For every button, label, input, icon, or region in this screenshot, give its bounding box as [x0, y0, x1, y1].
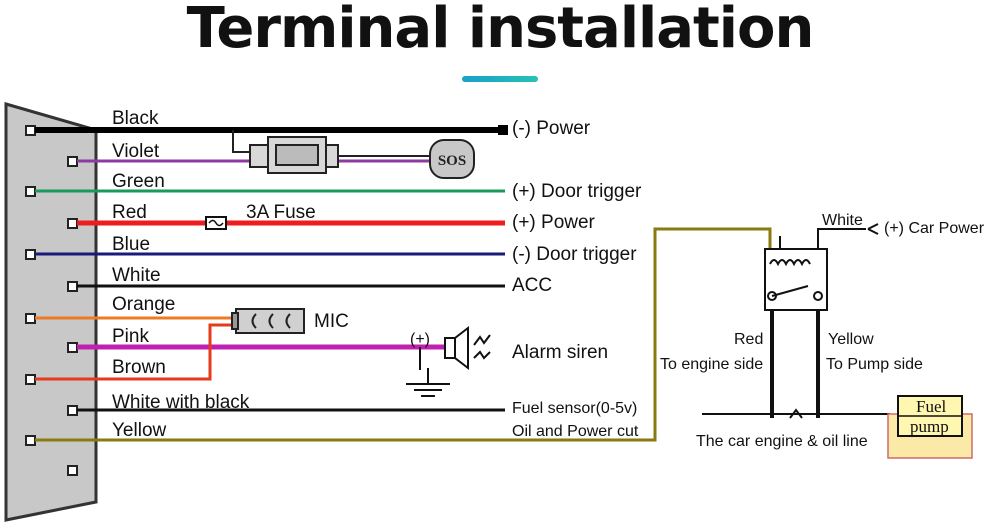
fuse-icon: [205, 216, 227, 230]
page-title: Terminal installation: [186, 0, 815, 61]
target-acc: ACC: [512, 275, 552, 296]
wire-label-pink: Pink: [112, 326, 149, 347]
sos-label: SOS: [438, 153, 466, 169]
target-pos-door-trigger: (+) Door trigger: [512, 181, 642, 202]
target-alarm-siren: Alarm siren: [512, 342, 608, 363]
sos-button: [232, 130, 475, 179]
relay-white-label: White: [822, 212, 863, 229]
mic-label: MIC: [314, 311, 349, 332]
wire-label-brown: Brown: [112, 357, 166, 378]
connector-block: [4, 102, 98, 522]
engine-line-label: The car engine & oil line: [696, 433, 868, 450]
wire-label-orange: Orange: [112, 294, 175, 315]
mic-icon: [231, 308, 305, 334]
wire-brown: [35, 323, 236, 381]
wire-label-white: White: [112, 265, 161, 286]
wire-label-white-with-black: White with black: [112, 392, 250, 413]
target-fuel-sensor: Fuel sensor(0-5v): [512, 400, 637, 417]
wire-yellow: [35, 227, 772, 442]
wire-label-yellow: Yellow: [112, 420, 167, 441]
target-neg-power: (-) Power: [512, 118, 591, 139]
wire-label-green: Green: [112, 171, 165, 192]
siren-plus-label: (+): [410, 331, 430, 348]
target-pos-power: (+) Power: [512, 212, 596, 233]
wire-label-violet: Violet: [112, 141, 160, 162]
fuel-label: Fuel: [916, 397, 947, 416]
engine-side-label: To engine side: [660, 356, 763, 373]
cut-mark: [789, 408, 803, 419]
target-oil-power-cut: Oil and Power cut: [512, 423, 639, 440]
car-power-label: (+) Car Power: [884, 220, 985, 237]
siren-icon: [406, 325, 491, 397]
pump-side-label: To Pump side: [826, 356, 923, 373]
relay-yellow-label: Yellow: [828, 331, 874, 348]
pump-label: pump: [910, 417, 949, 436]
title-underline: [462, 76, 538, 82]
relay-red-label: Red: [734, 331, 763, 348]
wire-label-black: Black: [112, 108, 159, 129]
car-power-arrow-icon: [867, 223, 879, 235]
wire-label-blue: Blue: [112, 234, 150, 255]
wire-black-end: [498, 125, 508, 135]
relay: [764, 228, 866, 418]
wire-label-red: Red: [112, 202, 147, 223]
fuse-label: 3A Fuse: [246, 202, 316, 223]
target-neg-door-trigger: (-) Door trigger: [512, 244, 637, 265]
